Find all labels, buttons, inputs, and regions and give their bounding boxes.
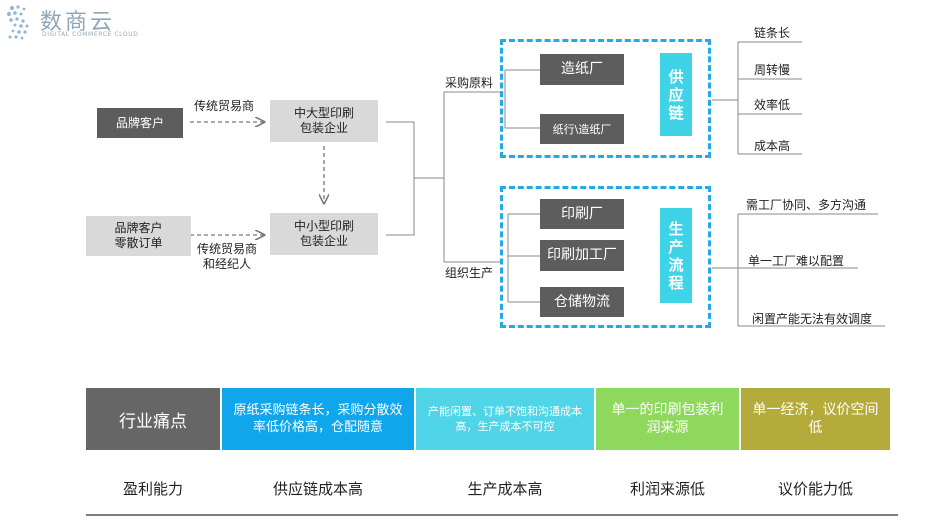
arrow-bottom-label-line2: 和经纪人 [202,257,251,271]
production-tag: 生产流程 [660,208,692,303]
customer-brand-label: 品牌客户 [115,115,164,130]
production-item-printer: 印刷厂 [540,199,624,229]
branch-production-label: 组织生产 [445,266,494,280]
pain-point-production-text: 产能闲置、订单不饱和沟通成本高，生产成本不可控 [428,405,582,433]
production-item-processor: 印刷加工厂 [540,240,624,271]
arrow-top-label: 传统贸易商 [194,99,255,113]
pain-point-profit: 单一的印刷包装利润来源 [596,388,739,450]
footer-profitability: 盈利能力 [122,480,183,498]
logo-icon [7,5,29,40]
production-issue: 需工厂协同、多方沟通 [746,198,867,212]
arrow-bottom-label: 传统贸易商 和经纪人 [194,242,260,272]
enterprise-small-line1: 中小型印刷 [293,219,354,233]
footer-production-cost: 生产成本高 [467,480,543,498]
enterprise-large-line1: 中大型印刷 [293,106,354,120]
production-issue: 单一工厂难以配置 [748,254,845,268]
production-group [500,186,711,328]
production-tag-label: 生产流程 [668,219,684,292]
production-item-logistics: 仓储物流 [540,287,624,317]
supply-issue: 链条长 [754,26,791,40]
supply-issue: 成本高 [754,139,791,153]
enterprise-small-box: 中小型印刷 包装企业 [270,213,378,255]
pain-point-bargain-text: 单一经济，议价空间低 [752,402,879,436]
supply-item-paper-dealer-label: 纸行\造纸厂 [552,122,612,136]
footer-bargain-power: 议价能力低 [777,480,853,498]
branch-purchase-label: 采购原料 [445,76,494,90]
supply-chain-group [500,39,711,158]
enterprise-large-line2: 包装企业 [299,121,348,135]
production-item-printer-label: 印刷厂 [561,205,603,222]
supply-item-paper-mill: 造纸厂 [540,54,624,85]
enterprise-large-box: 中大型印刷 包装企业 [270,100,378,142]
customer-scattered-line2: 零散订单 [114,236,163,250]
production-item-processor-label: 印刷加工厂 [547,247,617,263]
arrow-bottom-label-line1: 传统贸易商 [196,242,257,256]
production-issue: 闲置产能无法有效调度 [752,312,873,326]
customer-scattered-line1: 品牌客户 [114,221,163,235]
supply-issue: 周转慢 [754,63,791,77]
customer-brand-box: 品牌客户 [97,108,183,138]
supply-chain-tag: 供应链 [660,53,692,136]
pain-point-supply: 原纸采购链条长，采购分散效率低价格高，仓配随意 [222,388,414,450]
footer-supply-cost: 供应链成本高 [272,480,363,498]
pain-points-header: 行业痛点 [86,388,220,450]
brand-tagline: DIGITAL COMMERCE CLOUD [42,31,139,38]
enterprise-small-line2: 包装企业 [299,234,348,248]
brand-name: 数商云 [40,10,116,35]
pain-point-production: 产能闲置、订单不饱和沟通成本高，生产成本不可控 [416,388,594,450]
pain-point-bargain: 单一经济，议价空间低 [741,388,890,450]
supply-item-paper-mill-label: 造纸厂 [561,61,603,77]
footer-profit-source: 利润来源低 [629,480,705,498]
supply-item-paper-dealer: 纸行\造纸厂 [540,114,624,144]
production-item-logistics-label: 仓储物流 [554,293,610,310]
supply-issue: 效率低 [754,98,791,112]
supply-chain-tag-label: 供应链 [668,67,684,122]
pain-points-header-label: 行业痛点 [119,411,187,432]
pain-point-supply-text: 原纸采购链条长，采购分散效率低价格高，仓配随意 [233,403,403,435]
customer-scattered-box: 品牌客户 零散订单 [86,216,191,256]
pain-point-profit-text: 单一的印刷包装利润来源 [611,402,724,436]
